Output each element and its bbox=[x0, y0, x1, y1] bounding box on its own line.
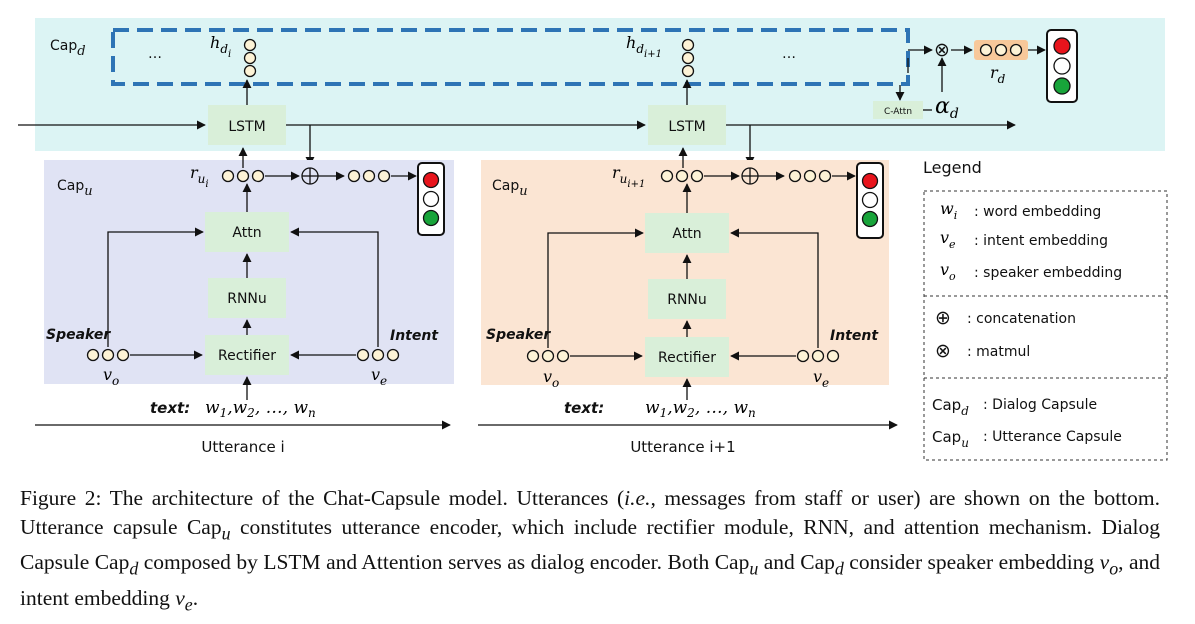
utt-i1-speaker-vector bbox=[526, 349, 570, 363]
svg-text:: word embedding: : word embedding bbox=[974, 204, 1101, 220]
svg-text:Capu: Capu bbox=[932, 428, 969, 450]
legend-item-matmul: ⊗ : matmul bbox=[935, 340, 1030, 362]
alpha-d-label: αd bbox=[935, 94, 959, 122]
utt-i-cap-label: Capu bbox=[57, 178, 93, 199]
utt-i1-words: w1,w2, …, wn bbox=[645, 398, 756, 420]
figure-caption: Figure 2: The architecture of the Chat-C… bbox=[20, 486, 1161, 614]
rd-vector bbox=[979, 43, 1023, 57]
utt-i1-out-vector bbox=[788, 169, 832, 183]
utt-i-attn-box bbox=[205, 212, 289, 252]
utt-i1-r-label: rui+1 bbox=[612, 163, 645, 190]
utt-i1-speaker-label: Speaker bbox=[486, 327, 551, 343]
utt-i-concat-op bbox=[301, 167, 319, 185]
utt-i-ve-label: ve bbox=[371, 365, 387, 388]
utt-i-r-label: rui bbox=[190, 163, 209, 190]
svg-text:⊕: ⊕ bbox=[935, 307, 951, 329]
hidden-state-label-i: hdi bbox=[210, 33, 231, 60]
utt-i-vo-label: vo bbox=[103, 365, 119, 388]
utt-i1-rectifier-label: Rectifier bbox=[658, 350, 716, 366]
utt-i-rnnu-label: RNNu bbox=[227, 291, 267, 307]
svg-text:: concatenation: : concatenation bbox=[967, 311, 1076, 327]
utt-i-intent-label: Intent bbox=[390, 328, 439, 344]
utt-i-rectifier-label: Rectifier bbox=[218, 348, 276, 364]
rd-label: rd bbox=[990, 63, 1006, 86]
utt-i1-intent-vector bbox=[796, 349, 840, 363]
utt-i1-r-vector bbox=[660, 169, 704, 183]
svg-text:: Utterance Capsule: : Utterance Capsule bbox=[983, 429, 1122, 445]
utt-i-output-light-icon bbox=[417, 162, 445, 236]
utt-i1-title: Utterance i+1 bbox=[630, 438, 735, 456]
svg-text:ve: ve bbox=[940, 228, 956, 251]
svg-text:: Dialog Capsule: : Dialog Capsule bbox=[983, 397, 1097, 413]
utt-i1-intent-label: Intent bbox=[830, 328, 879, 344]
architecture-diagram: Capd … … hdi hdi+1 LSTM LSTM C-Attn αd ⊗ bbox=[18, 18, 1168, 461]
utt-i1-cap-label: Capu bbox=[492, 178, 528, 199]
lstm-box-i bbox=[208, 105, 286, 145]
legend-item-capu: Capu : Utterance Capsule bbox=[932, 428, 1122, 450]
svg-text:: intent embedding: : intent embedding bbox=[974, 233, 1108, 249]
utt-i1-rectifier-box bbox=[645, 337, 729, 377]
utt-i1-vo-label: vo bbox=[543, 367, 559, 390]
utt-i1-text-label: text: bbox=[564, 399, 604, 417]
svg-text:vo: vo bbox=[940, 260, 956, 283]
hidden-state-vector-i bbox=[243, 38, 257, 78]
utt-i1-output-light-icon bbox=[856, 162, 884, 239]
utt-i1-ve-label: ve bbox=[813, 367, 829, 390]
utt-i1-rnnu-box bbox=[648, 279, 726, 319]
svg-text:: speaker embedding: : speaker embedding bbox=[974, 265, 1122, 281]
svg-text:wi: wi bbox=[940, 199, 957, 222]
utt-i-text-label: text: bbox=[150, 399, 190, 417]
utt-i-rectifier-box bbox=[205, 335, 289, 375]
svg-text:⊗: ⊗ bbox=[935, 340, 951, 362]
utt-i1-attn-label: Attn bbox=[672, 226, 701, 242]
legend-item-concat: ⊕ : concatenation bbox=[935, 307, 1076, 329]
utt-i-title: Utterance i bbox=[201, 438, 284, 456]
svg-text:: matmul: : matmul bbox=[967, 344, 1030, 360]
hidden-state-strip bbox=[111, 28, 910, 86]
legend-item-capd: Capd : Dialog Capsule bbox=[932, 396, 1097, 418]
dialog-capsule-label: Capd bbox=[50, 38, 86, 59]
utt-i-rnnu-box bbox=[208, 278, 286, 318]
legend-title: Legend bbox=[923, 158, 982, 177]
c-attn-box bbox=[873, 101, 923, 119]
hidden-state-vector-i1 bbox=[681, 38, 695, 78]
utt-i-speaker-vector bbox=[86, 348, 130, 362]
dialog-output-light-icon bbox=[1046, 29, 1078, 103]
utt-i-out-vector bbox=[347, 169, 391, 183]
lstm-label-i: LSTM bbox=[228, 119, 265, 135]
svg-text:Capd: Capd bbox=[932, 396, 969, 418]
c-attn-label: C-Attn bbox=[884, 107, 912, 117]
lstm-box-i1 bbox=[648, 105, 726, 145]
utt-i1-attn-box bbox=[645, 213, 729, 253]
legend-item-intent: ve : intent embedding bbox=[940, 228, 1108, 251]
legend-item-speaker: vo : speaker embedding bbox=[940, 260, 1122, 283]
lstm-label-i1: LSTM bbox=[668, 119, 705, 135]
utt-i1-rnnu-label: RNNu bbox=[667, 292, 707, 308]
utt-i-speaker-label: Speaker bbox=[46, 327, 111, 343]
hidden-ellipsis-right: … bbox=[782, 46, 796, 62]
utt-i1-concat-op bbox=[741, 167, 759, 185]
hidden-state-label-i1: hdi+1 bbox=[626, 33, 662, 60]
utt-i-intent-vector bbox=[356, 348, 400, 362]
hidden-ellipsis-left: … bbox=[148, 46, 162, 62]
utt-i-r-vector bbox=[221, 169, 265, 183]
matmul-op: ⊗ bbox=[934, 39, 950, 61]
legend-box bbox=[923, 190, 1168, 461]
utt-i-attn-label: Attn bbox=[232, 225, 261, 241]
utt-i-words: w1,w2, …, wn bbox=[205, 398, 316, 420]
legend-item-word: wi : word embedding bbox=[940, 199, 1101, 222]
